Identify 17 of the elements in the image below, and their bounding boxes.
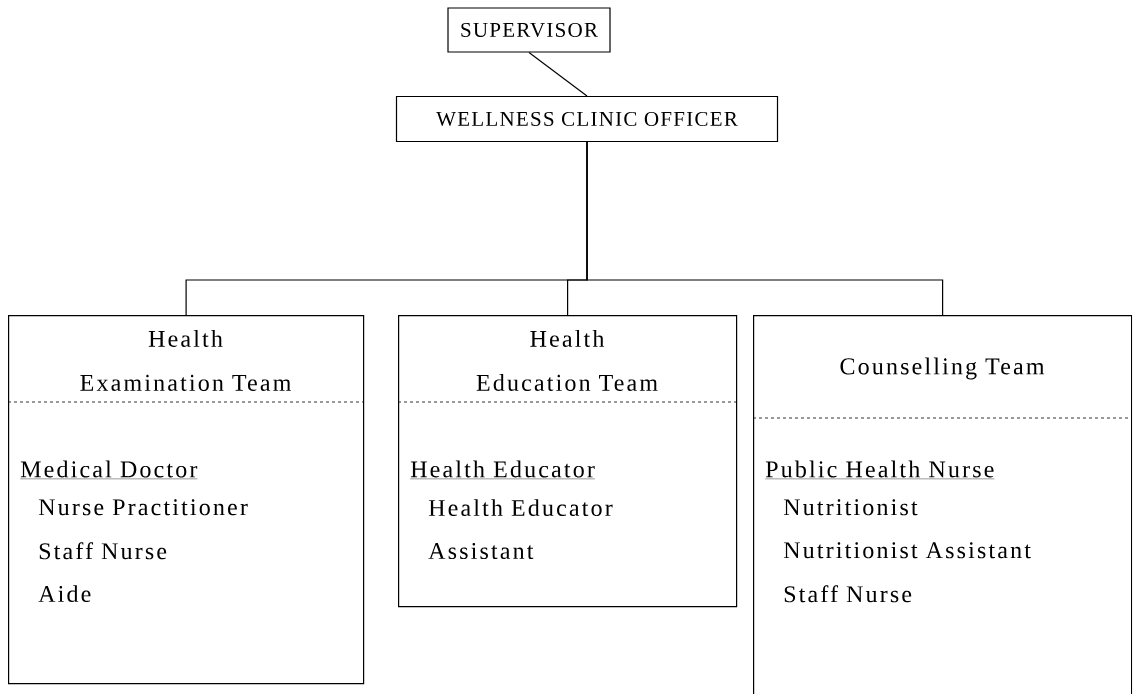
role: Staff Nurse	[39, 542, 167, 560]
role: Staff Nurse	[784, 585, 912, 603]
title-box: WELLNESS CLINIC OFFICER	[395, 95, 779, 143]
team-heading: Counselling Team	[840, 357, 1045, 380]
lead-role: Health Educator	[410, 460, 596, 480]
role: Health Educator Assistant	[428, 499, 613, 560]
title-box: SUPERVISOR	[447, 7, 611, 53]
lead-role: Medical Doctor	[20, 460, 198, 480]
team-heading: Health Examination Team	[80, 330, 291, 391]
connector-line	[528, 52, 588, 97]
team-heading: Health Education Team	[476, 330, 658, 391]
lead-role: Public Health Nurse	[765, 460, 995, 480]
connector-line	[586, 141, 944, 316]
role: Nutritionist Assistant	[783, 542, 1031, 559]
role: Aide	[38, 585, 91, 603]
role: Nutritionist	[783, 499, 918, 516]
role: Nurse Practitioner	[38, 499, 248, 516]
